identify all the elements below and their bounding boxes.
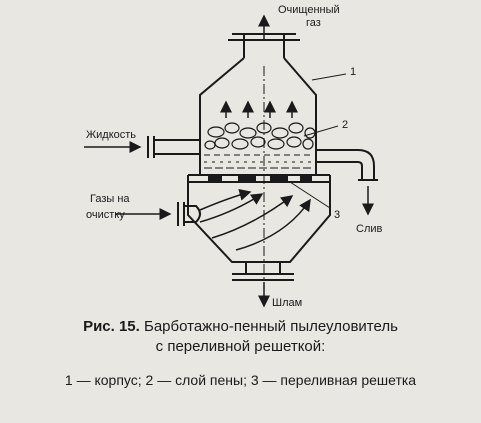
label-clean-gas-2: газ — [306, 17, 321, 29]
gas-flow-arrows — [199, 188, 311, 251]
number-3: 3 — [334, 209, 340, 221]
drain-pipe — [316, 149, 378, 181]
caption-title-line1: Барботажно-пенный пылеуловитель — [144, 318, 398, 335]
caption-legend: 1 — корпус; 2 — слой пены; 3 — переливна… — [64, 372, 417, 388]
liquid-inlet-pipe — [147, 136, 200, 158]
external-flow-arrows — [84, 14, 374, 308]
label-drain: Слив — [356, 223, 383, 235]
bottom-outlet-pipe — [232, 262, 294, 281]
caption-title: Рис. 15. Барботажно-пенный пылеуловитель — [0, 318, 481, 335]
caption-title-line2: с переливной решеткой: — [155, 338, 326, 355]
label-gas-in-1: Газы на — [90, 193, 130, 205]
label-clean-gas-1: Очищенный — [278, 4, 340, 16]
leader-lines — [289, 73, 347, 209]
rising-gas-arrows — [220, 100, 298, 118]
foam-layer — [204, 122, 316, 150]
gas-inlet-pipe — [177, 202, 201, 226]
number-2: 2 — [342, 119, 348, 131]
overflow-grate — [208, 175, 312, 182]
vessel-body — [187, 57, 331, 263]
caption-fig-label: Рис. 15. — [83, 318, 140, 335]
number-1: 1 — [350, 66, 356, 78]
label-liquid: Жидкость — [86, 129, 136, 141]
liquid-surface — [204, 154, 314, 169]
label-gas-in-2: очистку — [86, 209, 125, 221]
label-sludge: Шлам — [272, 297, 302, 309]
